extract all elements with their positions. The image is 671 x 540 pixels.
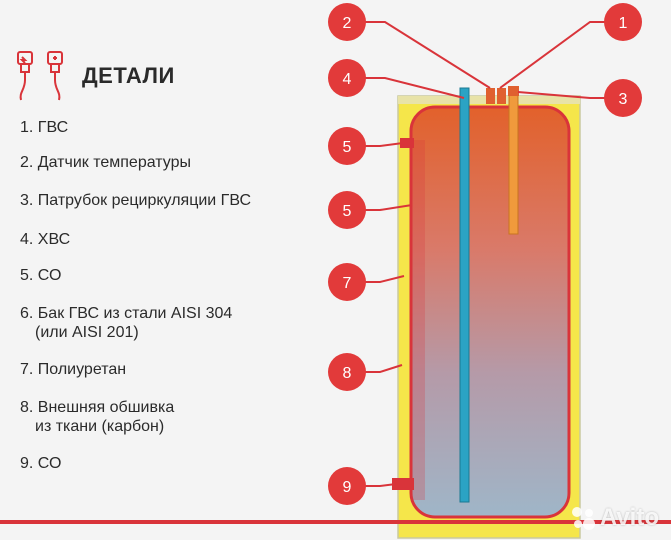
bottom-accent-line [0,520,671,524]
svg-text:4: 4 [343,71,352,88]
page-title: ДЕТАЛИ [82,63,175,88]
hot-outlet-fitting [508,86,519,96]
heating-port-top [400,138,414,148]
callout: 9 [328,467,366,505]
legend-item: 7. Полиуретан [20,361,127,378]
heating-port-bottom [392,478,414,490]
tank [409,105,571,519]
avito-logo-icon [571,507,595,530]
tank-wall-shadow [411,140,425,500]
recirculation-fitting [497,88,506,104]
watermark-text: Avito [599,504,659,531]
legend-item: 2. Датчик температуры [20,154,191,171]
usb-cables-icon [17,51,63,101]
callout: 7 [328,263,366,301]
callout: 8 [328,353,366,391]
svg-text:7: 7 [343,275,352,292]
legend-item: 1. ГВС [20,119,69,136]
callout: 5 [328,191,366,229]
svg-text:2: 2 [343,15,352,32]
callout: 4 [328,59,366,97]
svg-text:3: 3 [619,91,628,108]
svg-text:9: 9 [343,479,352,496]
legend-item: 9. СО [20,455,62,472]
watermark: Avito [570,504,659,532]
legend-item: 4. ХВС [20,231,71,248]
svg-text:5: 5 [343,139,352,156]
callout: 5 [328,127,366,165]
legend-item: 3. Патрубок рециркуляции ГВС [20,192,252,209]
cold-water-pipe [459,87,470,503]
callout: 3 [604,79,642,117]
header: ДЕТАЛИ [12,48,175,104]
svg-text:5: 5 [343,203,352,220]
hot-water-pipe [508,91,519,235]
svg-text:1: 1 [619,15,628,32]
legend-item: 6. Бак ГВС из стали AISI 304(или AISI 20… [20,305,233,341]
svg-text:8: 8 [343,365,352,382]
callout: 2 [328,3,366,41]
sensor-fitting [486,88,495,104]
callout: 1 [604,3,642,41]
legend-item: 5. СО [20,267,62,284]
